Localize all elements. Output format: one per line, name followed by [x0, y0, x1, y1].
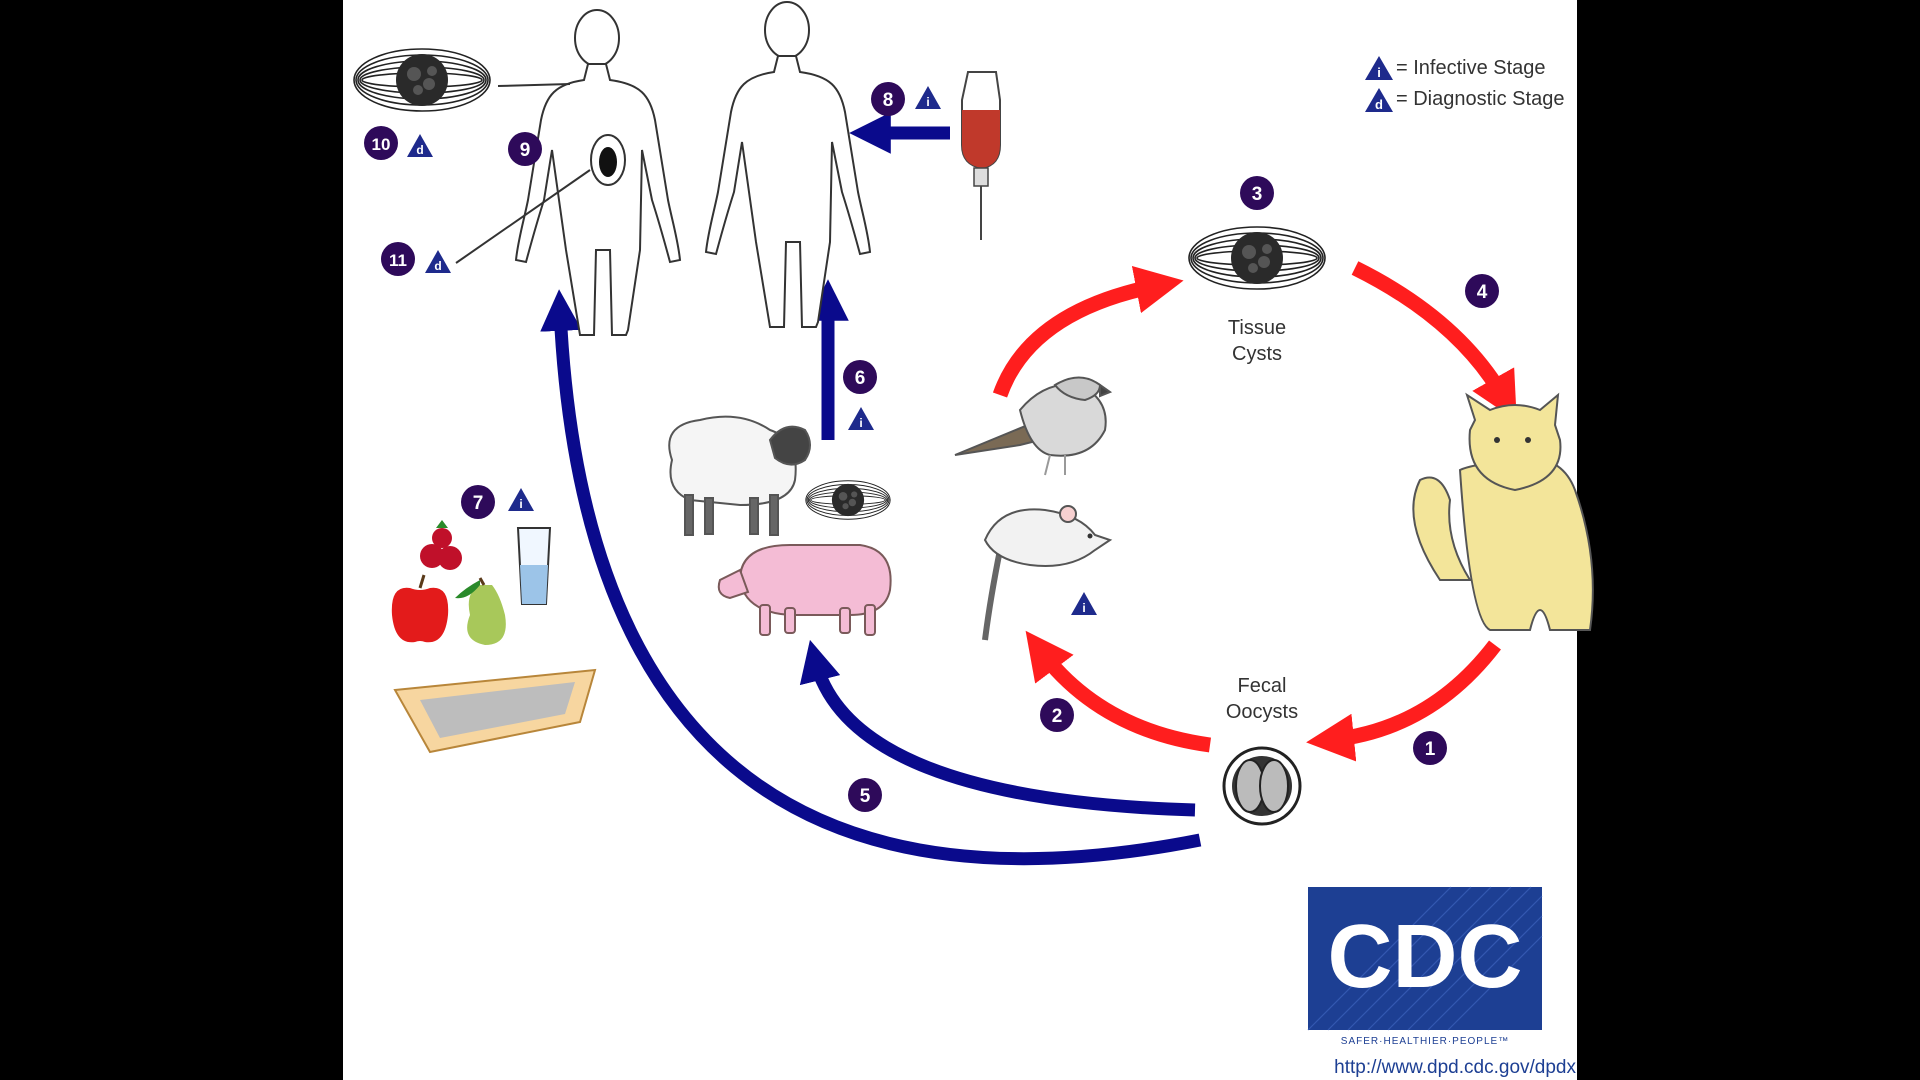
step-8-infective-icon: i — [915, 86, 941, 109]
step-6-infective-icon: i — [848, 407, 874, 430]
svg-text:d: d — [434, 259, 441, 273]
mouse-icon — [982, 505, 1113, 641]
step-7-infective-icon: i — [508, 488, 534, 511]
svg-text:4: 4 — [1477, 282, 1488, 303]
step-badge-6: 6 — [843, 360, 877, 394]
water-glass-icon — [516, 527, 552, 605]
legend-infective-symbol: i — [1377, 65, 1381, 80]
cdc-logo-tagline: SAFER·HEALTHIER·PEOPLE™ — [1341, 1036, 1509, 1047]
cdc-logo: CDC SAFER·HEALTHIER·PEOPLE™ — [1307, 886, 1543, 1047]
tissue-cysts-label-line1: Tissue — [1228, 317, 1286, 339]
step-badge-4: 4 — [1465, 274, 1499, 308]
svg-text:2: 2 — [1052, 706, 1063, 727]
step-badge-1: 1 — [1413, 731, 1447, 765]
svg-text:7: 7 — [473, 493, 484, 514]
step-badge-10: 10 — [364, 126, 398, 160]
arrow-step-2 — [1025, 630, 1212, 753]
step-10-diagnostic-icon: d — [407, 134, 433, 157]
cdc-logo-text: CDC — [1328, 907, 1523, 1007]
svg-text:i: i — [519, 497, 522, 511]
step-badge-11: 11 — [381, 242, 415, 276]
infective-stage-legend-icon: i — [1365, 56, 1393, 80]
leader-line-11 — [455, 169, 591, 264]
legend-diagnostic-text: = Diagnostic Stage — [1396, 88, 1564, 110]
svg-text:5: 5 — [860, 786, 871, 807]
cat-icon — [1412, 392, 1594, 631]
arrow-step-3 — [992, 265, 1184, 398]
raspberries-icon — [420, 520, 462, 570]
pig-icon — [717, 544, 892, 636]
human-figure-right — [704, 1, 872, 328]
svg-text:3: 3 — [1252, 184, 1263, 205]
legend-infective-text: = Infective Stage — [1396, 57, 1546, 79]
fecal-oocyst-icon — [1222, 746, 1302, 826]
step-badge-3: 3 — [1240, 176, 1274, 210]
bird-icon — [954, 376, 1113, 476]
svg-text:6: 6 — [855, 368, 866, 389]
diagnostic-stage-legend-icon: d — [1365, 88, 1393, 112]
svg-text:8: 8 — [883, 90, 894, 111]
litter-box-icon — [393, 668, 597, 754]
step-badge-7: 7 — [461, 485, 495, 519]
apple-icon — [391, 574, 449, 643]
svg-text:i: i — [926, 95, 929, 109]
svg-text:9: 9 — [520, 140, 531, 161]
step-badge-8: 8 — [871, 82, 905, 116]
svg-text:d: d — [416, 143, 423, 157]
fecal-oocysts-label-line1: Fecal — [1238, 675, 1287, 697]
sheep-icon — [668, 415, 811, 536]
pear-icon — [455, 577, 506, 645]
legend: i = Infective Stage d = Diagnostic Stage — [1365, 56, 1564, 112]
svg-text:1: 1 — [1425, 739, 1436, 760]
svg-text:10: 10 — [372, 135, 391, 154]
arrow-step-4 — [1351, 261, 1517, 421]
source-url: http://www.dpd.cdc.gov/dpdx — [1334, 1057, 1576, 1078]
svg-text:11: 11 — [389, 251, 407, 270]
leader-line-10 — [497, 83, 571, 87]
mouse-infective-stage-icon: i — [1071, 592, 1097, 615]
tissue-cysts-label-line2: Cysts — [1232, 343, 1282, 365]
step-badge-5: 5 — [848, 778, 882, 812]
blood-transfusion-bag-icon — [961, 71, 1001, 240]
arrow-step-1 — [1306, 640, 1501, 762]
fecal-oocysts-label-line2: Oocysts — [1226, 701, 1298, 723]
svg-text:i: i — [859, 416, 862, 430]
step-badge-9: 9 — [508, 132, 542, 166]
human-figure-left — [514, 9, 682, 336]
arrow-oocysts-to-human — [540, 289, 1202, 866]
step-badge-2: 2 — [1040, 698, 1074, 732]
fetus-icon — [590, 134, 626, 186]
step-11-diagnostic-icon: d — [425, 250, 451, 273]
legend-diagnostic-symbol: d — [1375, 97, 1383, 112]
arrow-step-5-to-livestock — [799, 639, 1196, 817]
svg-text:i: i — [1082, 601, 1085, 615]
